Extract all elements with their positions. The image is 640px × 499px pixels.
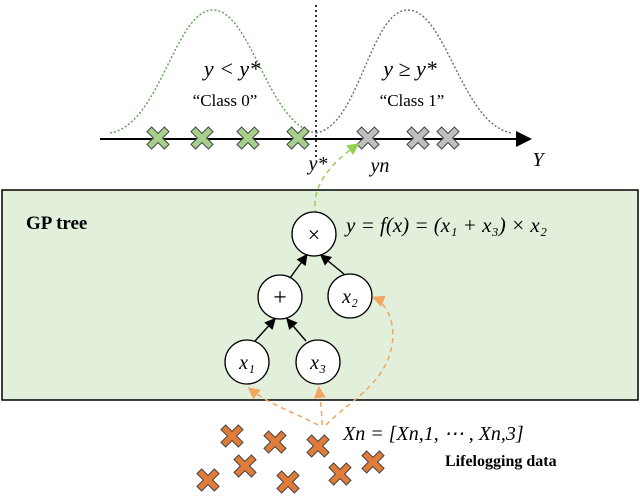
edge-plus-times xyxy=(289,253,308,279)
data-marker xyxy=(306,434,330,458)
data-marker xyxy=(263,430,287,454)
input-arrow-x3 xyxy=(313,386,326,426)
input-arrow-x1 xyxy=(247,387,319,426)
data-marker xyxy=(220,424,244,448)
node-times xyxy=(291,211,337,257)
class0-marker xyxy=(236,126,260,150)
axis-label: Y xyxy=(532,149,545,171)
class1-marker xyxy=(436,126,460,150)
lifelogging-markers xyxy=(196,424,385,494)
class0-region-label: y < y* xyxy=(202,56,260,81)
node-x1 xyxy=(224,339,270,385)
node-x3-label: x₃ xyxy=(309,352,326,374)
data-marker xyxy=(328,462,352,486)
data-caption: Lifelogging data xyxy=(445,453,557,470)
data-marker xyxy=(361,450,385,474)
node-x2 xyxy=(327,273,373,319)
sample-label: yn xyxy=(369,155,390,177)
edge-x2-times xyxy=(319,254,345,275)
class0-marker xyxy=(146,126,170,150)
edge-x1-plus xyxy=(254,317,276,342)
class1-region-label: y ≥ y* xyxy=(381,56,437,81)
class0-label: “Class 0” xyxy=(193,91,258,110)
node-x3 xyxy=(295,339,341,385)
node-x2-label: x₂ xyxy=(341,286,358,308)
data-marker xyxy=(276,470,300,494)
data-marker xyxy=(196,468,220,492)
node-plus xyxy=(257,274,303,320)
node-x1-label: x₁ xyxy=(238,352,255,374)
node-plus-label: + xyxy=(273,285,287,311)
class0-marker xyxy=(190,126,214,150)
node-times-label: × xyxy=(308,222,320,247)
panel-title: GP tree xyxy=(26,213,87,234)
tree-equation: y = f(x) = (x₁ + x₃) × x₂ xyxy=(344,213,547,237)
input-arrow-x2 xyxy=(325,295,394,426)
class1-label: “Class 1” xyxy=(380,91,445,110)
threshold-label: y* xyxy=(307,153,328,175)
output-arrow xyxy=(314,143,360,216)
class1-marker xyxy=(406,126,430,150)
class0-marker xyxy=(286,126,310,150)
axis-markers xyxy=(146,126,460,150)
edge-x3-plus xyxy=(286,317,307,342)
data-marker xyxy=(233,454,257,478)
input-vector-label: Xn = [Xn,1, ⋯ , Xn,3] xyxy=(342,423,524,445)
